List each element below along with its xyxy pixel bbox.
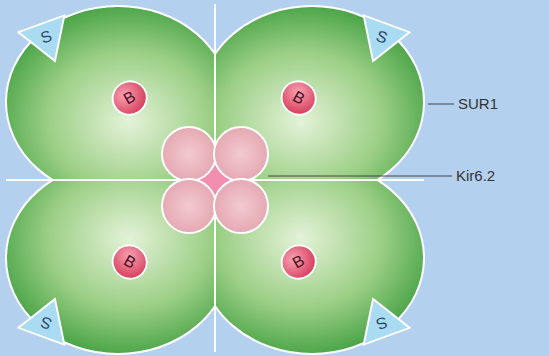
- circle-outline: [107, 75, 153, 121]
- triangle-outline: [350, 15, 409, 69]
- triangle-outline: [350, 291, 409, 345]
- kir-subunit: [214, 127, 268, 181]
- part-label: SUR1: [458, 96, 498, 111]
- sur1-lobe: [216, 181, 424, 354]
- part-label: Kir6.2: [456, 168, 495, 183]
- sur1-lobe: [216, 6, 424, 179]
- circle-outline: [276, 239, 322, 285]
- circle-outline: [107, 239, 153, 285]
- sur1-lobe: [6, 181, 214, 354]
- kir-subunit: [214, 179, 268, 233]
- sur1-lobe: [6, 6, 214, 179]
- leader-line: [428, 104, 454, 105]
- triangle-outline: [18, 15, 77, 69]
- kir-subunit: [162, 127, 216, 181]
- triangle-outline: [18, 291, 77, 345]
- circle-outline: [276, 75, 322, 121]
- kir-subunit: [162, 179, 216, 233]
- leader-line: [268, 176, 452, 177]
